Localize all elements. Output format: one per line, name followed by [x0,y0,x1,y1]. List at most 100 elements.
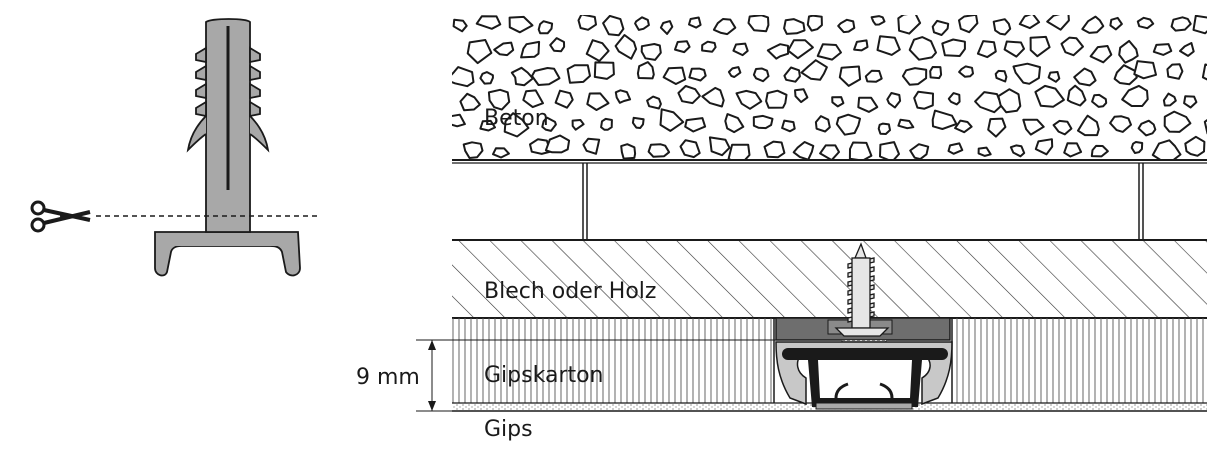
anchor-fin-right [249,46,261,64]
anchor-fin-left [195,46,207,64]
concrete-stone [508,15,534,34]
concrete-stone [479,71,494,85]
concrete-stone [1121,84,1149,107]
concrete-stone [620,143,637,160]
concrete-stone [976,40,997,59]
concrete-stone [634,16,650,31]
concrete-stone [662,66,687,85]
label-plasterboard: Gipskarton [484,363,604,388]
concrete-stone [600,117,613,131]
concrete-stone [870,15,886,26]
concrete-stone [462,141,484,159]
concrete-stone [1203,119,1207,135]
concrete-stone [901,67,928,86]
hanger-rod-right [1138,163,1144,240]
concrete-stone [806,15,823,32]
concrete-stone [1091,93,1108,108]
concrete-layer [452,15,1207,160]
concrete-stone [554,89,574,109]
concrete-stone [1012,62,1041,85]
concrete-stone [929,66,943,80]
concrete-stone [684,117,707,133]
concrete-stone [522,89,544,109]
concrete-stone [1166,63,1184,80]
concrete-stone [848,141,873,160]
concrete-stone [763,140,786,159]
concrete-stone [1162,92,1177,107]
concrete-stone [931,109,958,130]
concrete-stone [997,88,1022,114]
sheet-layer [452,239,1207,319]
concrete-stone [879,141,900,160]
concrete-stone [571,119,585,131]
anchor-fin-right [249,64,261,82]
concrete-stone [1109,115,1132,133]
concrete-stone [783,18,806,35]
concrete-stone [781,119,796,133]
concrete-stone [947,142,964,155]
concrete-stone [819,144,840,160]
anchor-fin-left [195,82,207,100]
concrete-stone [800,59,828,81]
concrete-stone [994,69,1008,83]
concrete-stone [853,39,869,52]
concrete-stone [1137,119,1157,137]
concrete-stone [864,69,883,83]
concrete-stone [732,42,749,57]
concrete-stone [876,35,901,56]
hanger-rod-left [582,163,588,240]
concrete-stone [593,61,615,80]
concrete-stone [735,89,763,110]
concrete-stone [636,61,655,80]
concrete-stone [1201,63,1207,81]
concrete-stone [1022,118,1045,136]
concrete-stone [531,67,561,86]
concrete-stone [1184,135,1206,157]
concrete-stone [602,15,625,37]
concrete-stone [886,92,902,109]
concrete-stone [492,147,510,159]
concrete-stone [1060,36,1084,57]
concrete-stone [487,88,511,111]
concrete-stone [1034,138,1054,156]
concrete-stone [974,91,1003,114]
concrete-stone [787,39,814,60]
concrete-stone [1081,15,1105,34]
concrete-stone [688,16,702,29]
concrete-stone [544,134,571,154]
plasterboard-layer [452,318,1207,403]
scissors-icon [30,200,91,233]
concrete-stone [1018,15,1041,30]
concrete-stone [520,40,541,59]
concrete-stone [614,34,638,60]
concrete-stone [614,89,632,104]
concrete-stone [913,90,934,110]
concrete-stone [727,143,751,160]
anchor-fin-right [249,82,261,100]
concrete-stone [708,136,731,157]
concrete-stone [549,37,566,53]
concrete-stone [1029,35,1051,58]
concrete-stone [541,116,557,132]
concrete-stone [646,95,662,110]
concrete-stone [566,64,591,84]
anchor-fin-right [249,100,261,118]
concrete-stone [659,108,685,132]
label-plaster: Gips [484,417,533,442]
concrete-stone [794,88,809,104]
label-thickness: 9 mm [356,365,420,390]
concrete-stone [977,146,992,157]
concrete-stone [701,40,717,53]
concrete-stone [452,18,468,33]
concrete-stone [1073,67,1097,87]
concrete-stone [947,92,961,106]
concrete-stone [897,118,915,130]
concrete-stone [640,43,662,61]
concrete-stone [1003,40,1025,58]
concrete-stone [585,39,610,62]
concrete-stone [1130,141,1144,154]
concrete-stone [1077,114,1100,137]
concrete-stone [647,143,671,158]
concrete-stone [837,18,856,34]
